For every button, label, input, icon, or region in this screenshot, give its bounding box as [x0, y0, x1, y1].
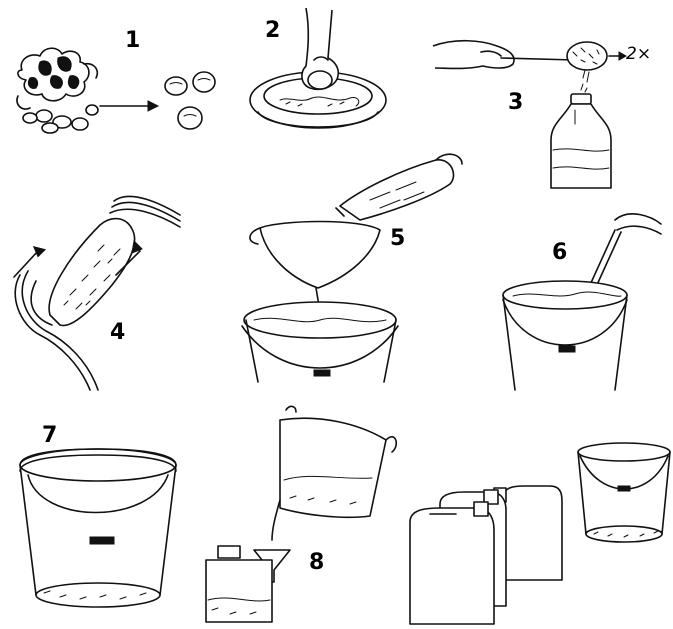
pouring-bottle	[336, 154, 462, 220]
shaking-bottle-illustration	[0, 185, 200, 395]
step-number: 7	[42, 425, 57, 447]
decanting-illustration	[200, 400, 400, 625]
hand-with-spoon	[433, 41, 607, 70]
powder-stream	[581, 70, 589, 92]
step-7-panel: 7	[0, 415, 200, 625]
filtering-illustration	[240, 150, 470, 385]
step-6-panel: 6	[495, 200, 673, 395]
step-number: 8	[309, 552, 324, 574]
bucket	[242, 302, 398, 382]
bucket	[503, 281, 627, 390]
crushing-bowl-illustration	[240, 0, 400, 150]
step-number: 5	[390, 228, 405, 250]
step-number: 1	[125, 30, 140, 52]
final-storage-panel	[400, 430, 673, 625]
step-number: 4	[110, 322, 125, 344]
step-number: 6	[552, 242, 567, 264]
arrow-right-icon	[100, 101, 158, 111]
step-2-panel: 2	[240, 0, 400, 150]
step-8-panel: 8	[200, 400, 400, 625]
seed-pile	[17, 48, 98, 133]
bottle	[49, 219, 134, 326]
repeat-annotation: 2×	[626, 46, 651, 63]
settling-bucket-illustration	[0, 415, 200, 625]
arrow-right-icon	[609, 52, 626, 60]
step-number: 2	[265, 20, 280, 42]
jug	[280, 406, 396, 517]
step-5-panel: 5	[240, 150, 470, 385]
seeds-shelling-illustration	[0, 0, 230, 150]
stirring-illustration	[495, 200, 673, 395]
hand-with-stone	[302, 8, 338, 89]
jerrycan-front	[410, 502, 494, 624]
step-number: 3	[508, 92, 523, 114]
pour-stream	[272, 500, 280, 540]
sediment-bucket	[578, 443, 670, 542]
arrow-up-left-icon	[14, 243, 45, 277]
step-4-panel: 4	[0, 185, 200, 395]
kernels	[165, 72, 215, 129]
step-1-panel: 1	[0, 0, 230, 150]
storage-containers-illustration	[400, 430, 673, 625]
bottle	[551, 94, 611, 188]
